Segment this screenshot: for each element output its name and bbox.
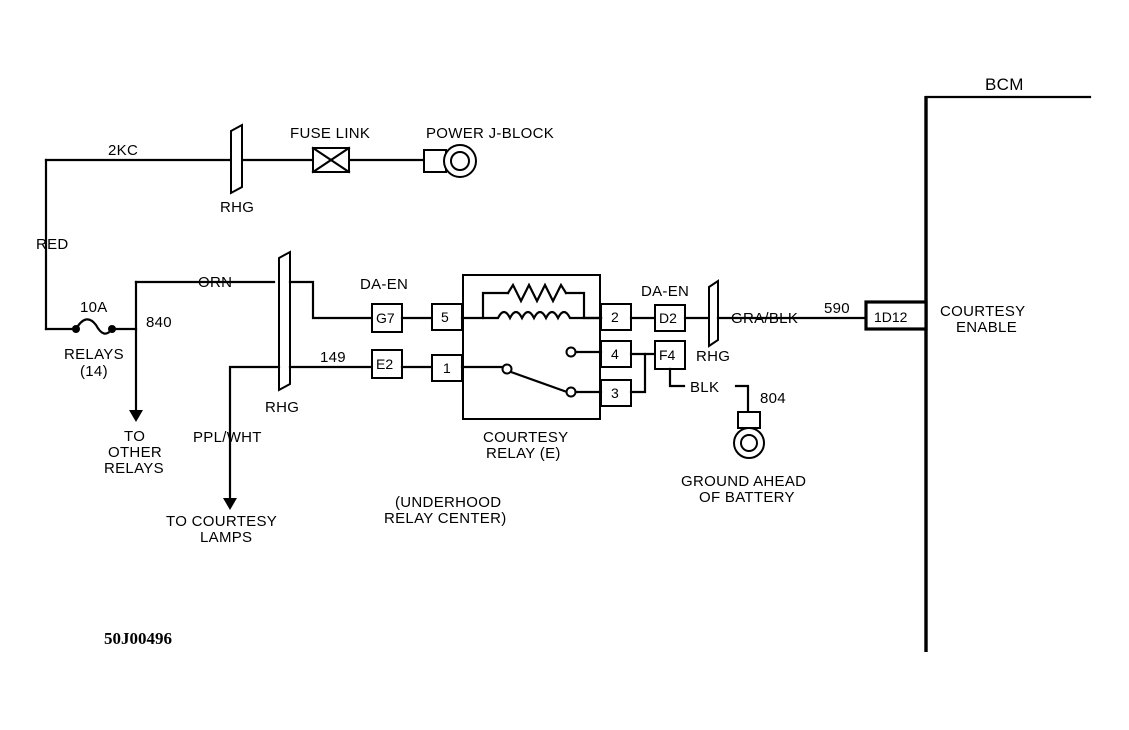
- power-feed: 2KC RHG FUSE LINK POWER J-BLOCK RED: [36, 123, 554, 331]
- rhg-label-right: RHG: [696, 348, 730, 365]
- wire-ppl-wht: [228, 365, 281, 502]
- to-courtesy-label: TO COURTESY: [166, 513, 277, 530]
- wire-840-label: 840: [146, 314, 172, 331]
- fuse-10a-label: 10A: [80, 299, 108, 316]
- connector-1d12-label: 1D12: [874, 309, 908, 325]
- relay-pin-5-label: 5: [441, 309, 449, 325]
- wire-orn-right: [288, 280, 374, 320]
- bcm-module: BCM COURTESY ENABLE 1D12: [864, 75, 1092, 652]
- relay-pin-1-label: 1: [443, 360, 451, 376]
- rhg-connector-top: [230, 123, 243, 195]
- bcm-label: BCM: [985, 75, 1024, 94]
- relay-pin-3-label: 3: [611, 385, 619, 401]
- relay-center-label: RELAY CENTER): [384, 510, 507, 527]
- other-relays-label: RELAYS: [104, 460, 164, 477]
- da-en-label-left: DA-EN: [360, 276, 408, 293]
- relay-body: [462, 274, 601, 420]
- power-jblock-label: POWER J-BLOCK: [426, 125, 554, 142]
- wire-blk: [734, 384, 750, 414]
- wire-2kc-label: 2KC: [108, 142, 138, 159]
- pin-g7-label: G7: [376, 310, 395, 326]
- wire-red-label: RED: [36, 236, 69, 253]
- relay-coil: [481, 310, 603, 321]
- wire-ppl-wht-label: PPL/WHT: [193, 429, 262, 446]
- pin-d2-label: D2: [659, 310, 677, 326]
- wire-orn-label: ORN: [198, 274, 232, 291]
- wire-149-label: 149: [320, 349, 346, 366]
- rhg-label-top: RHG: [220, 199, 254, 216]
- rhg-middle: RHG 149 PPL/WHT TO COURTESY LAMPS: [166, 250, 374, 546]
- courtesy-enable-label-1: COURTESY: [940, 303, 1025, 320]
- arrow-to-courtesy-lamps: [223, 498, 237, 510]
- relay-e-label: RELAY (E): [486, 445, 561, 462]
- ground-terminal-base: [737, 411, 761, 429]
- wire-590-label: 590: [824, 300, 850, 317]
- other-label: OTHER: [108, 444, 162, 461]
- ground-ahead-label: GROUND AHEAD: [681, 473, 806, 490]
- rhg-connector-middle: [278, 250, 291, 392]
- fuse-10a-branch: 10A 840 RELAYS (14) TO OTHER RELAYS ORN: [44, 274, 276, 477]
- rhg-connector-right: [708, 279, 719, 348]
- da-en-connector-right: DA-EN D2 GRA/BLK 590 F4 RHG BLK 804 GROU…: [629, 279, 868, 506]
- lamps-label: LAMPS: [200, 529, 252, 546]
- relay-resistor: [506, 282, 568, 304]
- wire-gra-blk-label: GRA/BLK: [731, 310, 798, 327]
- da-en-connector-left: DA-EN G7 E2: [360, 276, 434, 379]
- courtesy-relay: 5 1 2 4 3 COURTESY RELAY (E) (UNDERHOOD …: [384, 274, 632, 527]
- relay-pin-2-label: 2: [611, 309, 619, 325]
- connector-1d12: [864, 300, 928, 331]
- figure-code: 50J00496: [104, 629, 172, 648]
- wire-804-label: 804: [760, 390, 786, 407]
- relays-label: RELAYS: [64, 346, 124, 363]
- wire-blk-label: BLK: [690, 379, 719, 396]
- pin-g7: [371, 303, 403, 333]
- to-label: TO: [124, 428, 145, 445]
- fuse-link-label: FUSE LINK: [290, 125, 370, 142]
- pin-f4-label: F4: [659, 347, 676, 363]
- of-battery-label: OF BATTERY: [699, 489, 795, 506]
- underhood-label: (UNDERHOOD: [395, 494, 501, 511]
- rhg-label-middle: RHG: [265, 399, 299, 416]
- fuse-10a-symbol: [74, 318, 114, 335]
- relay-pin-3: [600, 379, 632, 407]
- pin-e2-label: E2: [376, 356, 393, 372]
- relays-count-label: (14): [80, 363, 108, 380]
- da-en-label-right: DA-EN: [641, 283, 689, 300]
- arrow-to-other-relays: [129, 410, 143, 422]
- relay-pin-4-label: 4: [611, 346, 619, 362]
- pin-e2: [371, 349, 403, 379]
- courtesy-relay-label: COURTESY: [483, 429, 568, 446]
- courtesy-enable-label-2: ENABLE: [956, 319, 1017, 336]
- power-jblock-base: [423, 149, 447, 173]
- relay-switch-arm: [509, 370, 569, 394]
